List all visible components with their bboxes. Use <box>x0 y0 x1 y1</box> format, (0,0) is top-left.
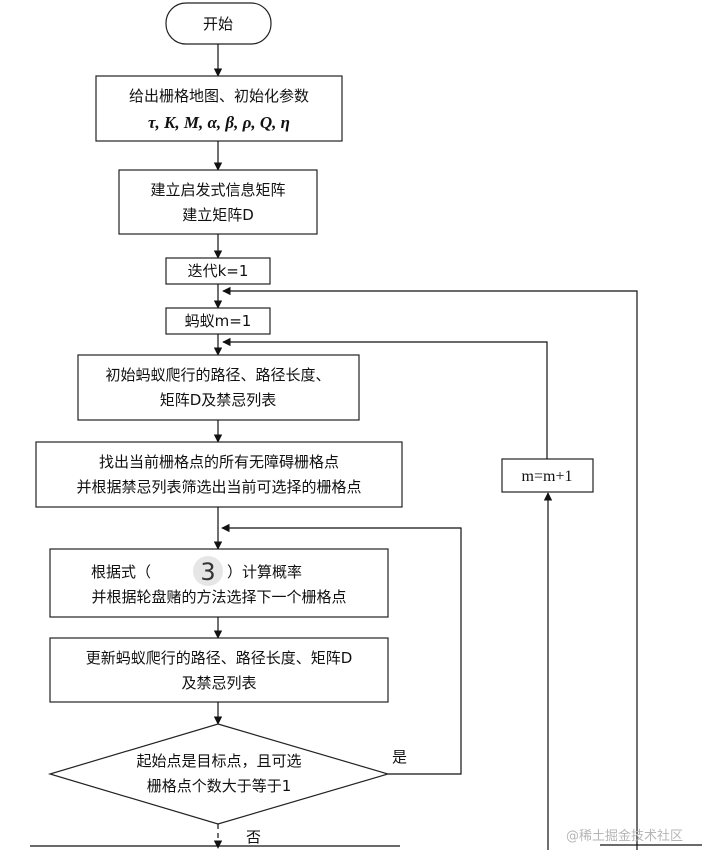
ant-label: 蚂蚁m=1 <box>185 312 252 330</box>
increment-m-box: m=m+1 <box>501 458 594 493</box>
update-label-line1: 更新蚂蚁爬行的路径、路径长度、矩阵D <box>86 649 353 667</box>
equation-number: 3 <box>200 558 215 586</box>
ant-box: 蚂蚁m=1 <box>165 307 271 335</box>
heuristic-label-line2: 建立矩阵D <box>182 206 254 224</box>
heuristic-box: 建立启发式信息矩阵 建立矩阵D <box>118 169 318 235</box>
probability-label-line2: 并根据轮盘赌的方法选择下一个栅格点 <box>91 588 346 606</box>
arrow-iteration-loop <box>222 286 638 850</box>
probability-label-part2: ）计算概率 <box>227 563 302 581</box>
init-ant-label-line2: 矩阵D及禁忌列表 <box>160 391 277 409</box>
heuristic-label-line1: 建立启发式信息矩阵 <box>150 181 285 199</box>
arrow-yes-loop <box>221 523 462 775</box>
equation-number-badge: 3 <box>193 556 223 586</box>
probability-label-part1: 根据式（ <box>91 563 151 581</box>
watermark-text: @稀土掘金技术社区 <box>566 828 683 844</box>
init-ant-box: 初始蚂蚁爬行的路径、路径长度、 矩阵D及禁忌列表 <box>77 354 360 421</box>
decision-diamond: 起始点是目标点，且可选 栅格点个数大于等于1 <box>47 723 391 825</box>
init-params-label: 给出栅格地图、初始化参数 <box>129 87 309 105</box>
find-points-label-line2: 并根据禁忌列表筛选出当前可选择的栅格点 <box>76 478 361 496</box>
yes-label: 是 <box>392 748 407 766</box>
find-points-box: 找出当前栅格点的所有无障碍栅格点 并根据禁忌列表筛选出当前可选择的栅格点 <box>35 441 403 508</box>
increment-m-label: m=m+1 <box>522 468 573 485</box>
update-box: 更新蚂蚁爬行的路径、路径长度、矩阵D 及禁忌列表 <box>49 637 389 703</box>
arrow-increment-m-to-ant <box>222 337 548 459</box>
init-params-symbols: τ, K, M, α, β, ρ, Q, η <box>148 113 290 132</box>
decision-label-line2: 栅格点个数大于等于1 <box>147 777 292 795</box>
decision-label-line1: 起始点是目标点，且可选 <box>136 752 301 770</box>
start-node: 开始 <box>165 2 272 45</box>
no-label: 否 <box>246 828 261 846</box>
iteration-box: 迭代k=1 <box>165 257 271 285</box>
iteration-label: 迭代k=1 <box>188 262 249 280</box>
start-label: 开始 <box>203 15 233 33</box>
update-label-line2: 及禁忌列表 <box>181 674 256 692</box>
init-ant-label-line1: 初始蚂蚁爬行的路径、路径长度、 <box>105 366 330 384</box>
probability-box: 根据式（ 3 ）计算概率 并根据轮盘赌的方法选择下一个栅格点 <box>49 548 389 618</box>
find-points-label-line1: 找出当前栅格点的所有无障碍栅格点 <box>99 453 339 471</box>
init-params-box: 给出栅格地图、初始化参数 τ, K, M, α, β, ρ, Q, η <box>95 75 343 142</box>
